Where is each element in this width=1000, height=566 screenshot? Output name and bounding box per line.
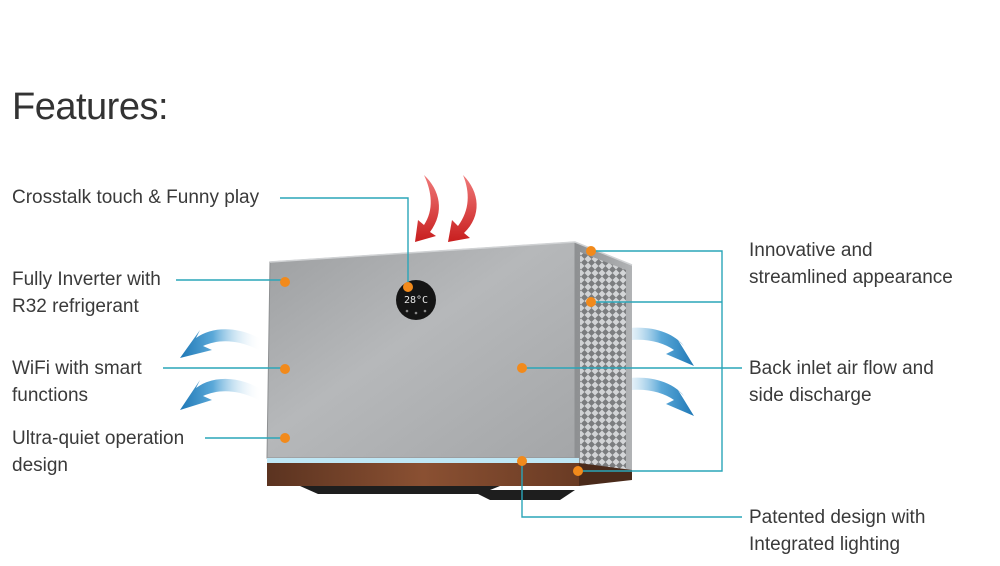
feature-label-line: side discharge: [749, 385, 872, 406]
hot-air-arrow-icon: [448, 175, 477, 242]
feature-label-quiet: Ultra-quiet operation design: [12, 425, 184, 479]
marker-dot: [573, 466, 583, 476]
display-readout: 28°C: [404, 295, 428, 306]
marker-dot: [403, 282, 413, 292]
air-discharge-arrow-icon: [612, 377, 694, 416]
feature-label-line: WiFi with smart: [12, 358, 142, 379]
feature-markers: [280, 246, 596, 476]
feature-label-line: Patented design with: [749, 507, 926, 528]
feature-label-inverter: Fully Inverter with R32 refrigerant: [12, 266, 161, 320]
marker-dot: [586, 297, 596, 307]
marker-dot: [280, 364, 290, 374]
feature-label-line: Fully Inverter with: [12, 269, 161, 290]
feature-label-lighting: Patented design with Integrated lighting: [749, 504, 925, 558]
marker-dot: [517, 363, 527, 373]
feature-label-line: Integrated lighting: [749, 534, 901, 555]
feature-label-appearance: Innovative and streamlined appearance: [749, 237, 953, 291]
feature-label-line: functions: [12, 385, 89, 406]
marker-dot: [586, 246, 596, 256]
page-title: Features:: [12, 86, 169, 128]
hot-air-arrow-icon: [415, 175, 439, 242]
heat-pump-unit: 28°C: [266, 241, 633, 500]
feature-label-wifi: WiFi with smart functions: [12, 355, 142, 409]
marker-dot: [517, 456, 527, 466]
feature-label-line: Back inlet air flow and: [749, 358, 934, 379]
marker-dot: [280, 277, 290, 287]
feature-label-crosstalk: Crosstalk touch & Funny play: [12, 184, 259, 211]
feature-label-airflow: Back inlet air flow and side discharge: [749, 355, 934, 409]
air-discharge-arrow-icon: [612, 327, 694, 366]
feature-label-line: streamlined appearance: [749, 267, 953, 288]
feature-label-line: Crosstalk touch & Funny play: [12, 187, 260, 208]
feature-label-line: R32 refrigerant: [12, 296, 139, 317]
feature-label-line: Innovative and: [749, 240, 873, 261]
air-discharge-arrow-icon: [180, 329, 262, 358]
leader-lines: [163, 197, 742, 518]
marker-dot: [280, 433, 290, 443]
feature-label-line: design: [12, 455, 68, 476]
air-discharge-arrow-icon: [180, 378, 262, 410]
feature-label-line: Ultra-quiet operation: [12, 428, 185, 449]
